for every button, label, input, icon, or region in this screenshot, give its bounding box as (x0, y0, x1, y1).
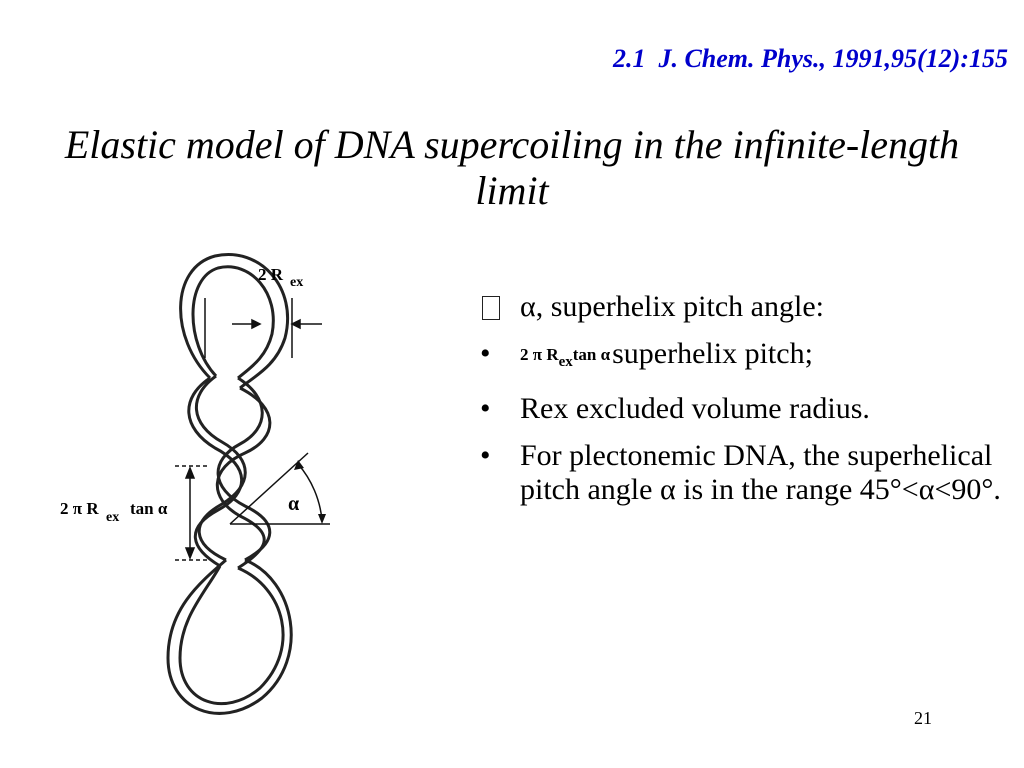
alpha-symbol: α (520, 290, 536, 323)
bullet-text: Rex excluded volume radius. (520, 392, 870, 425)
pitch-label-sub: ex (106, 510, 119, 525)
bullet-item-plectonemic: • For plectonemic DNA, the superhelical … (480, 439, 1010, 507)
bullet-box-icon (482, 296, 500, 320)
slide-title: Elastic model of DNA supercoiling in the… (64, 122, 960, 213)
bullet-marker: • (480, 439, 491, 472)
formula-main: 2 π R (520, 345, 559, 364)
bullet-item-rex: • Rex excluded volume radius. (480, 392, 1010, 426)
bullet-text-mid: is in the range 45°< (675, 473, 919, 506)
formula-sub: ex (558, 354, 573, 370)
bullet-text: , superhelix pitch angle: (535, 290, 824, 323)
bullet-item-pitch-angle: α, superhelix pitch angle: (480, 290, 1010, 324)
pitch-label: 2 π R (60, 499, 99, 518)
bullet-text-before: For plectonemic DNA, the superhelical pi… (520, 439, 993, 506)
radius-label-sub: ex (290, 275, 303, 290)
alpha-symbol: α (659, 473, 676, 506)
pitch-label-tail: tan α (130, 499, 168, 518)
bullet-list: α, superhelix pitch angle: • 2 π Rextan … (480, 290, 1010, 520)
alpha-symbol: α (918, 473, 935, 506)
bullet-text-after: <90°. (934, 473, 1001, 506)
formula-tail: tan α (572, 345, 611, 364)
angle-label: α (288, 493, 299, 515)
bullet-item-pitch: • 2 π Rextan αsuperhelix pitch; (480, 337, 1010, 379)
radius-label: 2 R (258, 265, 284, 284)
dna-supercoil-figure: 2 R ex 2 π R ex tan α α (60, 253, 330, 715)
page-number: 21 (914, 708, 932, 728)
citation: 2.1 J. Chem. Phys., 1991,95(12):155 (612, 44, 1008, 73)
bullet-text: superhelix pitch; (612, 337, 813, 370)
bullet-marker: • (480, 337, 491, 370)
pitch-formula: 2 π Rextan α (520, 338, 610, 379)
bullet-marker: • (480, 392, 491, 425)
